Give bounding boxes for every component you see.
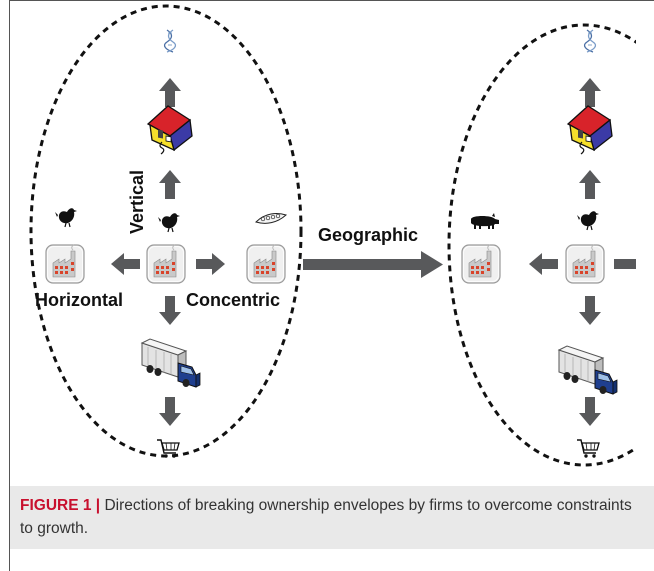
dna-icon xyxy=(583,29,597,53)
factory-icon xyxy=(45,244,85,284)
figure-caption: FIGURE 1 | Directions of breaking owners… xyxy=(20,494,640,540)
peapod-icon xyxy=(255,212,287,224)
diagram: Vertical Horizontal Concentric Geographi… xyxy=(29,4,636,467)
truck-icon xyxy=(141,338,201,388)
chicken-icon xyxy=(157,212,181,233)
truck-icon xyxy=(558,345,618,395)
left-envelope-ellipse xyxy=(29,4,303,458)
frame-left-rule xyxy=(9,0,10,571)
arrow-up-icon xyxy=(159,78,181,107)
caption-text: Directions of breaking ownership envelop… xyxy=(20,497,632,537)
factory-icon xyxy=(146,244,186,284)
caption-panel xyxy=(10,486,654,549)
arrow-up-icon xyxy=(579,170,601,199)
shopping-cart-icon xyxy=(576,439,600,459)
arrow-down-icon xyxy=(159,296,181,325)
arrow-left-icon xyxy=(111,253,140,275)
factory-icon xyxy=(565,244,605,284)
arrow-down-icon xyxy=(159,397,181,426)
dna-icon xyxy=(163,29,177,53)
concentric-label: Concentric xyxy=(186,290,280,310)
house-icon xyxy=(147,105,193,155)
geographic-label: Geographic xyxy=(318,225,418,245)
factory-icon xyxy=(246,244,286,284)
factory-icon xyxy=(461,244,501,284)
arrow-right-icon xyxy=(196,253,225,275)
chicken-icon xyxy=(54,207,78,228)
arrow-down-icon xyxy=(579,296,601,325)
arrow-down-icon xyxy=(579,397,601,426)
house-icon xyxy=(567,105,613,155)
arrow-up-icon xyxy=(579,78,601,107)
horizontal-label: Horizontal xyxy=(35,290,123,310)
geographic-arrow xyxy=(303,251,443,278)
arrow-up-icon xyxy=(159,170,181,199)
arrow-left-icon xyxy=(529,253,558,275)
vertical-label: Vertical xyxy=(127,170,147,234)
chicken-icon xyxy=(576,210,600,231)
frame-top-rule xyxy=(9,0,654,1)
arrow-right-stub xyxy=(614,259,636,269)
pig-icon xyxy=(471,213,499,229)
figure-label: FIGURE 1 | xyxy=(20,497,101,514)
right-envelope-ellipse xyxy=(447,23,636,467)
